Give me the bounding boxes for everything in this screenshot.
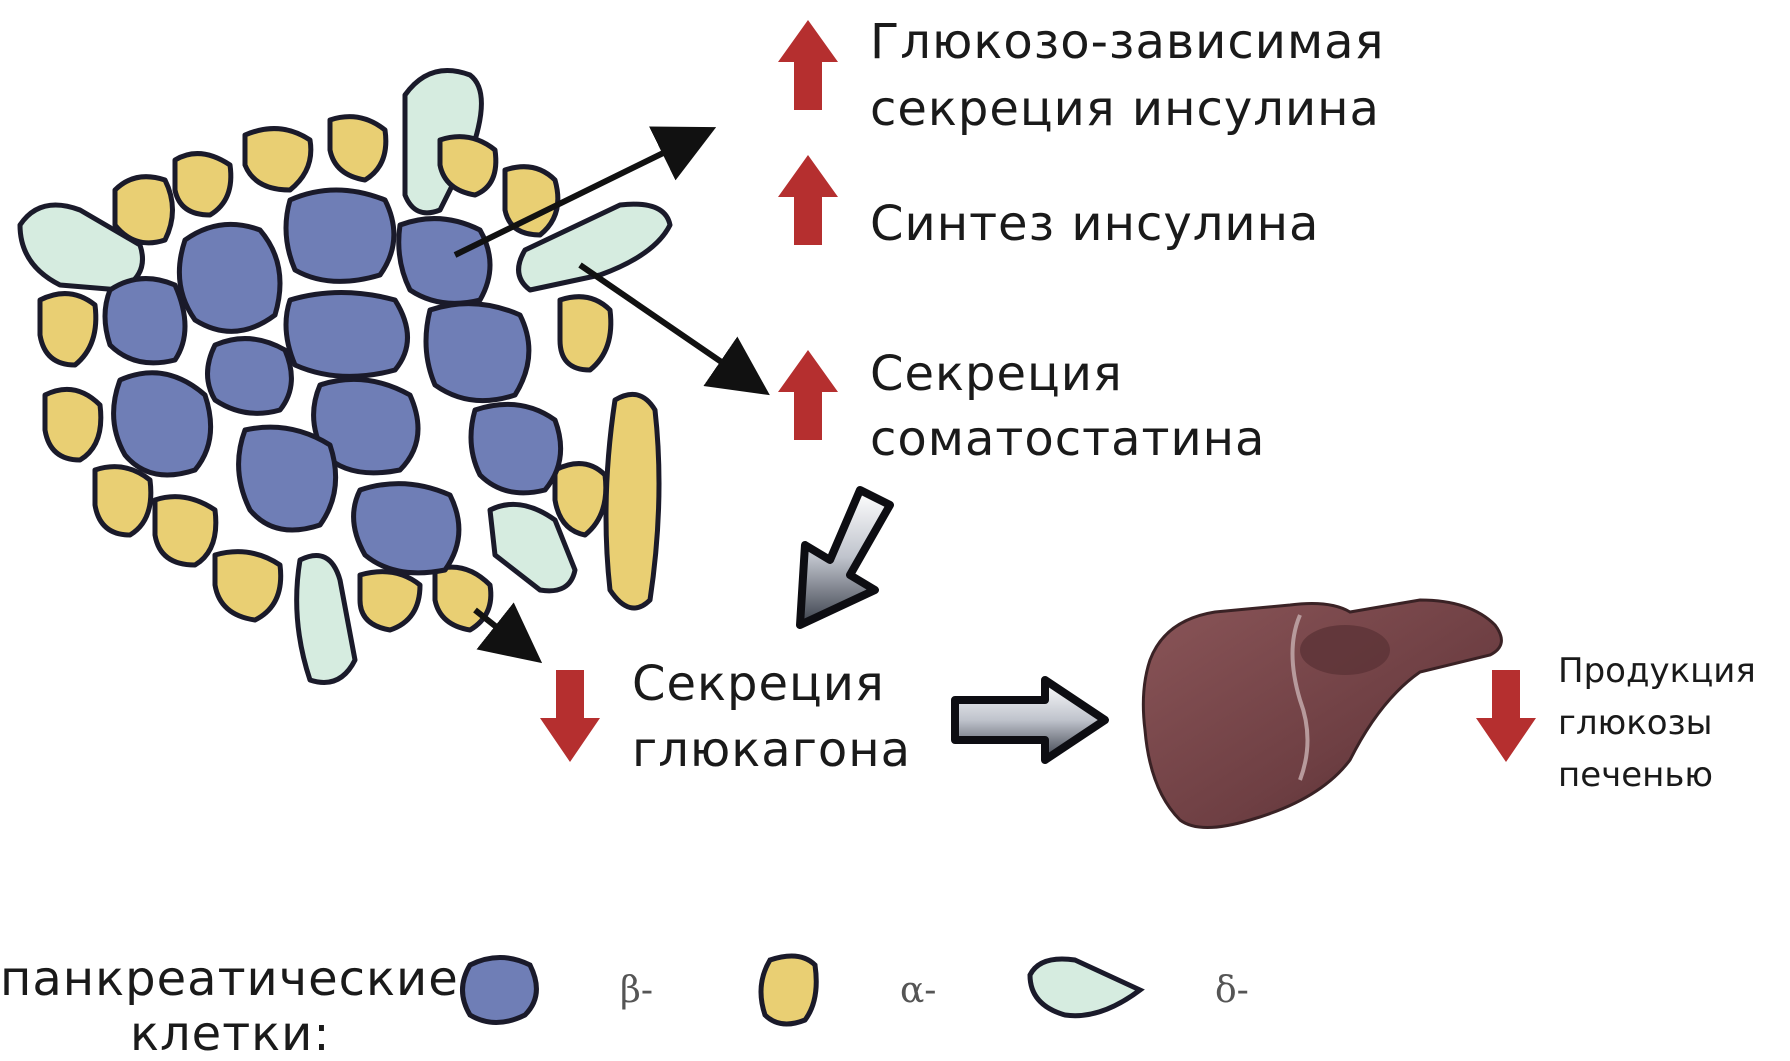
alpha-cell-swatch — [761, 956, 816, 1024]
delta-label: δ- — [1215, 970, 1249, 1011]
legend-title-line1: панкреатические — [0, 951, 459, 1007]
legend-title-line2: клетки: — [130, 1006, 331, 1061]
block-arrow-glucagon-to-liver — [955, 680, 1105, 760]
up-arrow-icon — [778, 20, 838, 110]
liver-glucose-line1: Продукция — [1558, 651, 1756, 691]
somatostatin-line2: соматостатина — [870, 411, 1265, 467]
somatostatin-line1: Секреция — [870, 346, 1123, 402]
liver-glucose-line2: глюкозы — [1558, 703, 1712, 743]
delta-cell-swatch — [1030, 959, 1140, 1016]
legend: панкреатические клетки: β- α- δ- — [0, 951, 1249, 1061]
alpha-label: α- — [900, 970, 936, 1011]
insulin-secretion-line2: секреция инсулина — [870, 81, 1380, 137]
down-arrow-icon — [540, 670, 600, 762]
insulin-synthesis-label: Синтез инсулина — [870, 196, 1319, 252]
insulin-secretion-line1: Глюкозо-зависимая — [870, 14, 1384, 70]
pancreatic-islet — [20, 71, 670, 683]
arrow-to-glucagon — [475, 610, 528, 652]
down-arrow-icon — [1476, 670, 1536, 762]
glucagon-line1: Секреция — [632, 656, 885, 712]
liver-glucose-line3: печенью — [1558, 755, 1713, 795]
beta-cell-swatch — [463, 958, 537, 1023]
up-arrow-icon — [778, 350, 838, 440]
up-arrow-icon — [778, 155, 838, 245]
block-arrow-somatostatin-to-glucagon — [800, 490, 890, 625]
liver-icon — [1143, 600, 1501, 828]
beta-label: β- — [620, 970, 653, 1011]
glucagon-line2: глюкагона — [632, 722, 911, 778]
